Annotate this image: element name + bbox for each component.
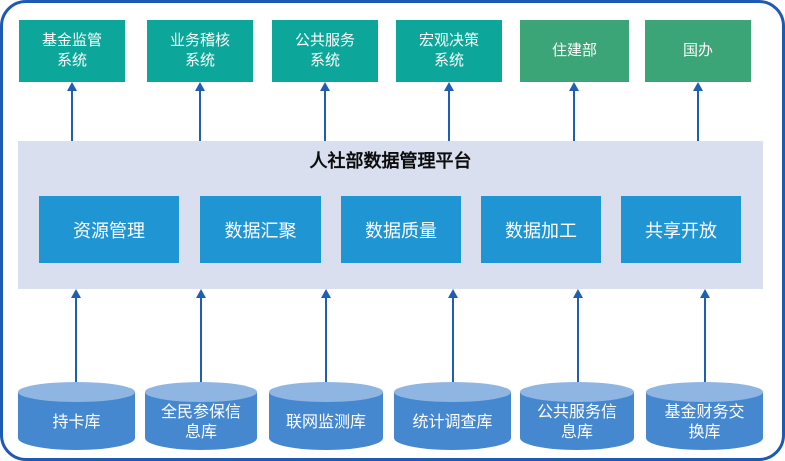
arrow-platform-to-fund-supervision: [66, 82, 78, 141]
arrow-insurance-db-to-platform: [195, 289, 207, 382]
cylinder-top: [646, 382, 763, 402]
module-data-quality: 数据质量: [341, 196, 461, 263]
arrow-platform-to-state-council: [692, 82, 704, 141]
database-label: 持卡库: [52, 414, 101, 431]
module-sharing-openness: 共享开放: [621, 196, 741, 263]
platform-title: 人社部数据管理平台: [309, 151, 472, 171]
module-resource-management: 资源管理: [39, 196, 179, 263]
database-label: 全民参保信 息库: [160, 404, 241, 441]
database-label: 统计调查库: [412, 414, 493, 431]
system-box-macro-decision: 宏观决策 系统: [396, 20, 502, 82]
arrow-statistics-db-to-platform: [447, 289, 459, 382]
cylinder-top: [145, 382, 257, 402]
database-label: 基金财务交 换库: [664, 404, 745, 441]
system-box-public-service: 公共服务 系统: [272, 20, 378, 82]
database-public-service-info: 公共服务信 息库: [520, 382, 634, 450]
database-label: 联网监测库: [285, 414, 366, 431]
arrow-platform-to-macro-decision: [443, 82, 455, 141]
arrow-fund-finance-db-to-platform: [699, 289, 711, 382]
arrow-public-service-db-to-platform: [572, 289, 584, 382]
system-box-fund-supervision: 基金监管 系统: [19, 20, 125, 82]
arrow-platform-to-public-service: [319, 82, 331, 141]
module-data-processing: 数据加工: [481, 196, 601, 263]
database-statistical-survey: 统计调查库: [394, 382, 511, 450]
database-universal-insurance: 全民参保信 息库: [145, 382, 257, 450]
database-card-holder: 持卡库: [18, 382, 135, 450]
cylinder-top: [394, 382, 511, 402]
arrow-network-monitor-db-to-platform: [320, 289, 332, 382]
arrow-platform-to-business-audit: [194, 82, 206, 141]
arrow-platform-to-mohurd: [568, 82, 580, 141]
cylinder-top: [18, 382, 135, 402]
system-box-business-audit: 业务稽核 系统: [147, 20, 253, 82]
module-data-aggregation: 数据汇聚: [200, 196, 321, 263]
database-fund-finance-exchange: 基金财务交 换库: [646, 382, 763, 450]
database-network-monitoring: 联网监测库: [269, 382, 383, 450]
arrow-card-db-to-platform: [70, 289, 82, 382]
system-box-mohurd: 住建部: [520, 20, 629, 82]
database-label: 公共服务信 息库: [536, 404, 617, 441]
system-box-state-council: 国办: [645, 20, 751, 82]
cylinder-top: [520, 382, 634, 402]
cylinder-top: [269, 382, 383, 402]
